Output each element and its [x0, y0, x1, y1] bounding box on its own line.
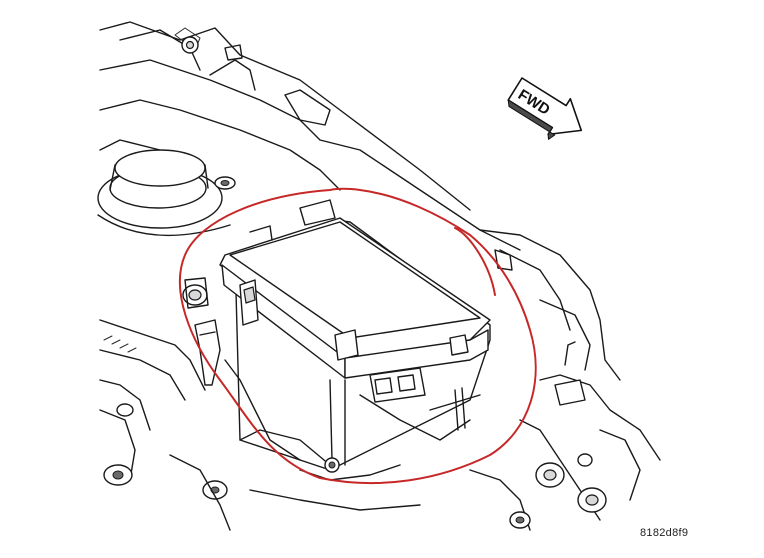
right-bracketry	[169, 341, 661, 531]
fuse-box	[219, 199, 491, 481]
left-bracketry	[99, 277, 221, 486]
forward-arrow-icon: FWD	[507, 77, 583, 140]
fender-structure	[99, 21, 621, 381]
figure-reference-code: 8182d8f9	[640, 527, 689, 539]
strut-tower	[97, 149, 236, 237]
highlight-circle	[178, 187, 537, 485]
